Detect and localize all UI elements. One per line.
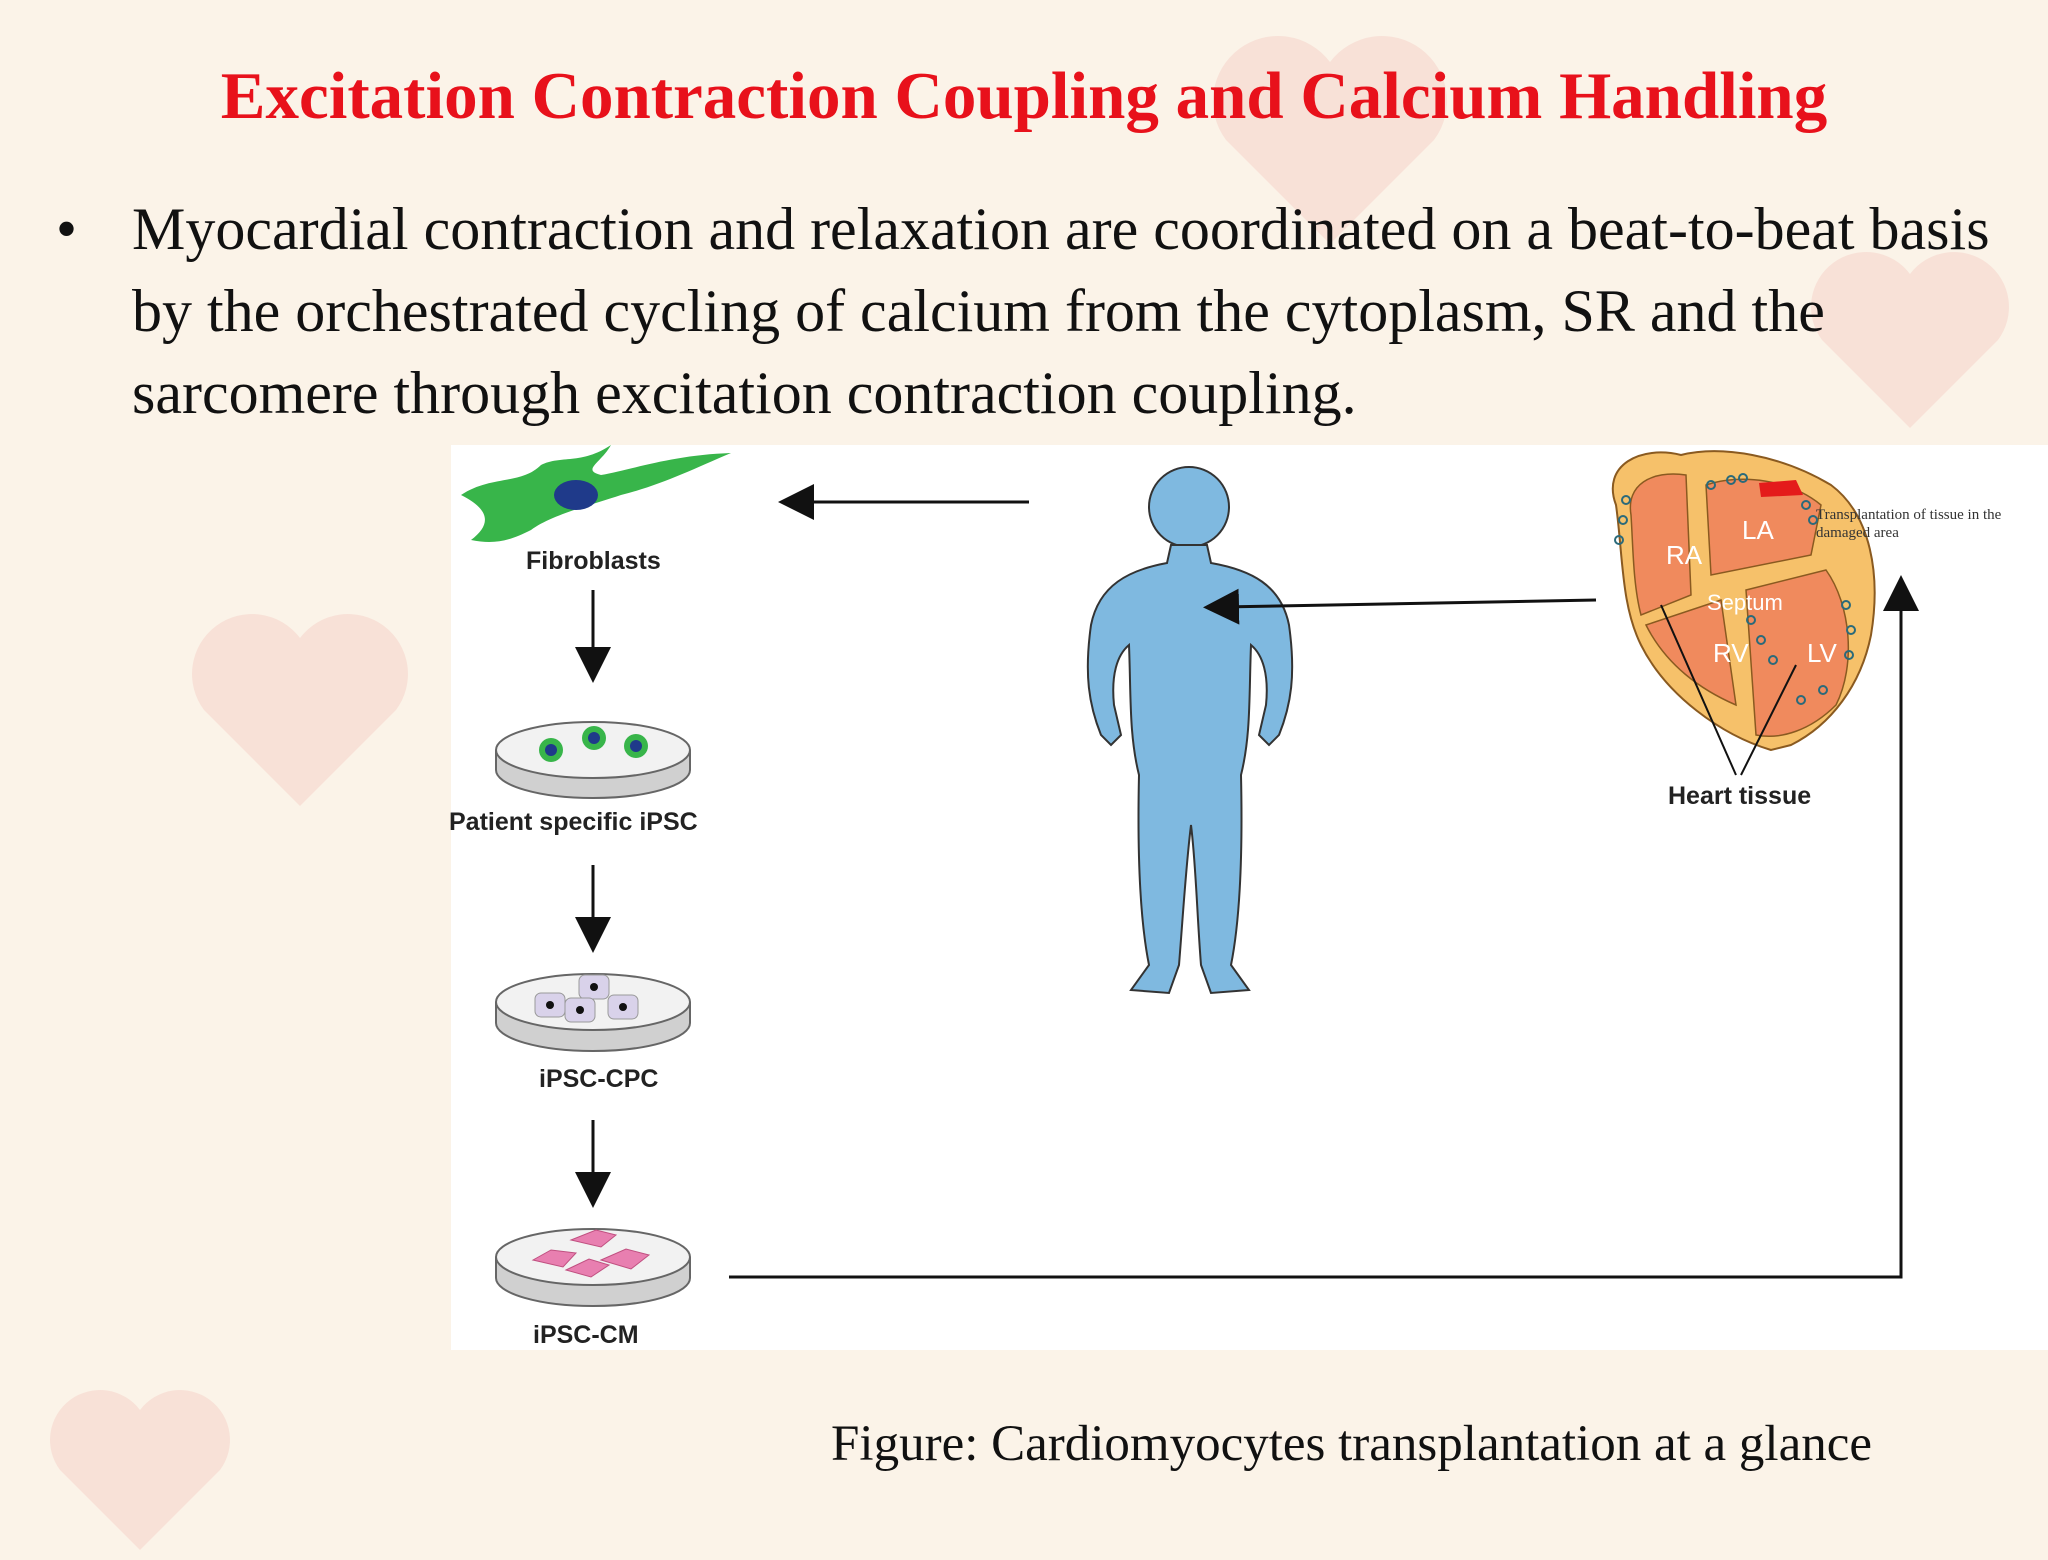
arrow-cm-to-heart xyxy=(729,575,1919,1279)
label-ipsc-cpc: iPSC-CPC xyxy=(539,1065,659,1093)
background-heart-icon xyxy=(1811,252,2009,428)
background-heart-icon xyxy=(1213,36,1447,244)
petri-dish-cm-icon xyxy=(495,1228,691,1307)
label-heart-tissue: Heart tissue xyxy=(1668,782,1812,810)
bullet-marker: • xyxy=(56,196,78,262)
label-chamber-ra: RA xyxy=(1666,540,1703,570)
figure-panel: Fibroblasts Patient specific iPSC iPSC-C… xyxy=(449,445,2048,1350)
background-heart-icon xyxy=(192,614,408,806)
heart-cross-section-icon xyxy=(1611,450,1876,776)
label-chamber-rv: RV xyxy=(1713,638,1749,668)
label-chamber-la: LA xyxy=(1742,515,1774,545)
slide-title: Excitation Contraction Coupling and Calc… xyxy=(220,59,1828,133)
petri-dish-cpc-icon xyxy=(495,973,691,1052)
petri-dish-ipsc-icon xyxy=(495,721,691,799)
label-ipsc-cm: iPSC-CM xyxy=(533,1321,639,1349)
label-fibroblasts: Fibroblasts xyxy=(526,547,661,575)
fibroblast-cell-icon xyxy=(461,445,731,542)
bullet-text: Myocardial contraction and relaxation ar… xyxy=(132,196,1990,426)
figure-diagram xyxy=(461,445,1919,1307)
arrow-heart-to-human xyxy=(1203,588,1597,625)
label-transplantation-note: Transplantation of tissue in the damaged… xyxy=(1816,507,2002,541)
label-patient-ipsc: Patient specific iPSC xyxy=(449,808,698,836)
background-heart-icon xyxy=(50,1390,230,1550)
figure-caption: Figure: Cardiomyocytes transplantation a… xyxy=(831,1416,1872,1472)
label-chamber-septum: Septum xyxy=(1707,590,1783,615)
human-body-icon xyxy=(1086,466,1294,995)
label-chamber-lv: LV xyxy=(1807,638,1837,668)
